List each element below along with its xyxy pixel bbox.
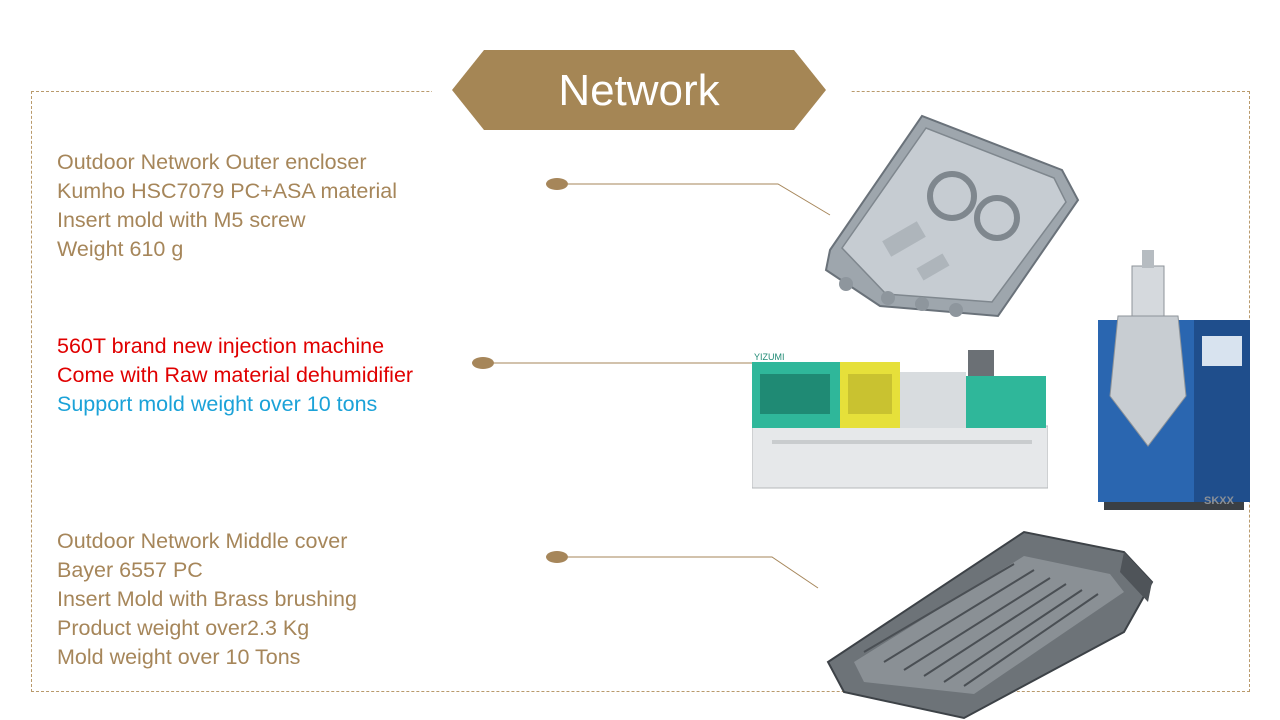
cover-line: Outdoor Network Middle cover (57, 529, 348, 553)
injection-machine-image: YIZUMI (752, 350, 1048, 489)
machine-line: Come with Raw material dehumidifier (57, 363, 414, 387)
dehumidifier-image: SKXX (1098, 250, 1250, 510)
middle-cover-image (826, 530, 1154, 720)
machine-line: Support mold weight over 10 tons (57, 392, 378, 416)
machine-brand-text: YIZUMI (754, 352, 785, 362)
title-banner-shape (452, 50, 826, 130)
enclosure-line: Kumho HSC7079 PC+ASA material (57, 179, 397, 203)
text-block-enclosure: Outdoor Network Outer encloser Kumho HSC… (57, 148, 397, 264)
text-block-middle-cover: Outdoor Network Middle cover Bayer 6557 … (57, 527, 357, 672)
leader-machine (472, 357, 770, 369)
enclosure-line: Weight 610 g (57, 237, 184, 261)
dryer-logo-text: SKXX (1204, 495, 1235, 507)
text-block-machine: 560T brand new injection machine Come wi… (57, 332, 413, 419)
title-banner: Network (432, 48, 850, 132)
enclosure-line: Insert mold with M5 screw (57, 208, 306, 232)
leader-enclosure (546, 178, 831, 216)
machine-line: 560T brand new injection machine (57, 334, 385, 358)
cover-line: Product weight over2.3 Kg (57, 616, 310, 640)
leader-middle-cover (546, 551, 819, 589)
page-title: Network (558, 66, 720, 115)
enclosure-line: Outdoor Network Outer encloser (57, 150, 367, 174)
cover-line: Insert Mold with Brass brushing (57, 587, 357, 611)
enclosure-image (824, 114, 1080, 318)
cover-line: Bayer 6557 PC (57, 558, 203, 582)
cover-line: Mold weight over 10 Tons (57, 645, 301, 669)
